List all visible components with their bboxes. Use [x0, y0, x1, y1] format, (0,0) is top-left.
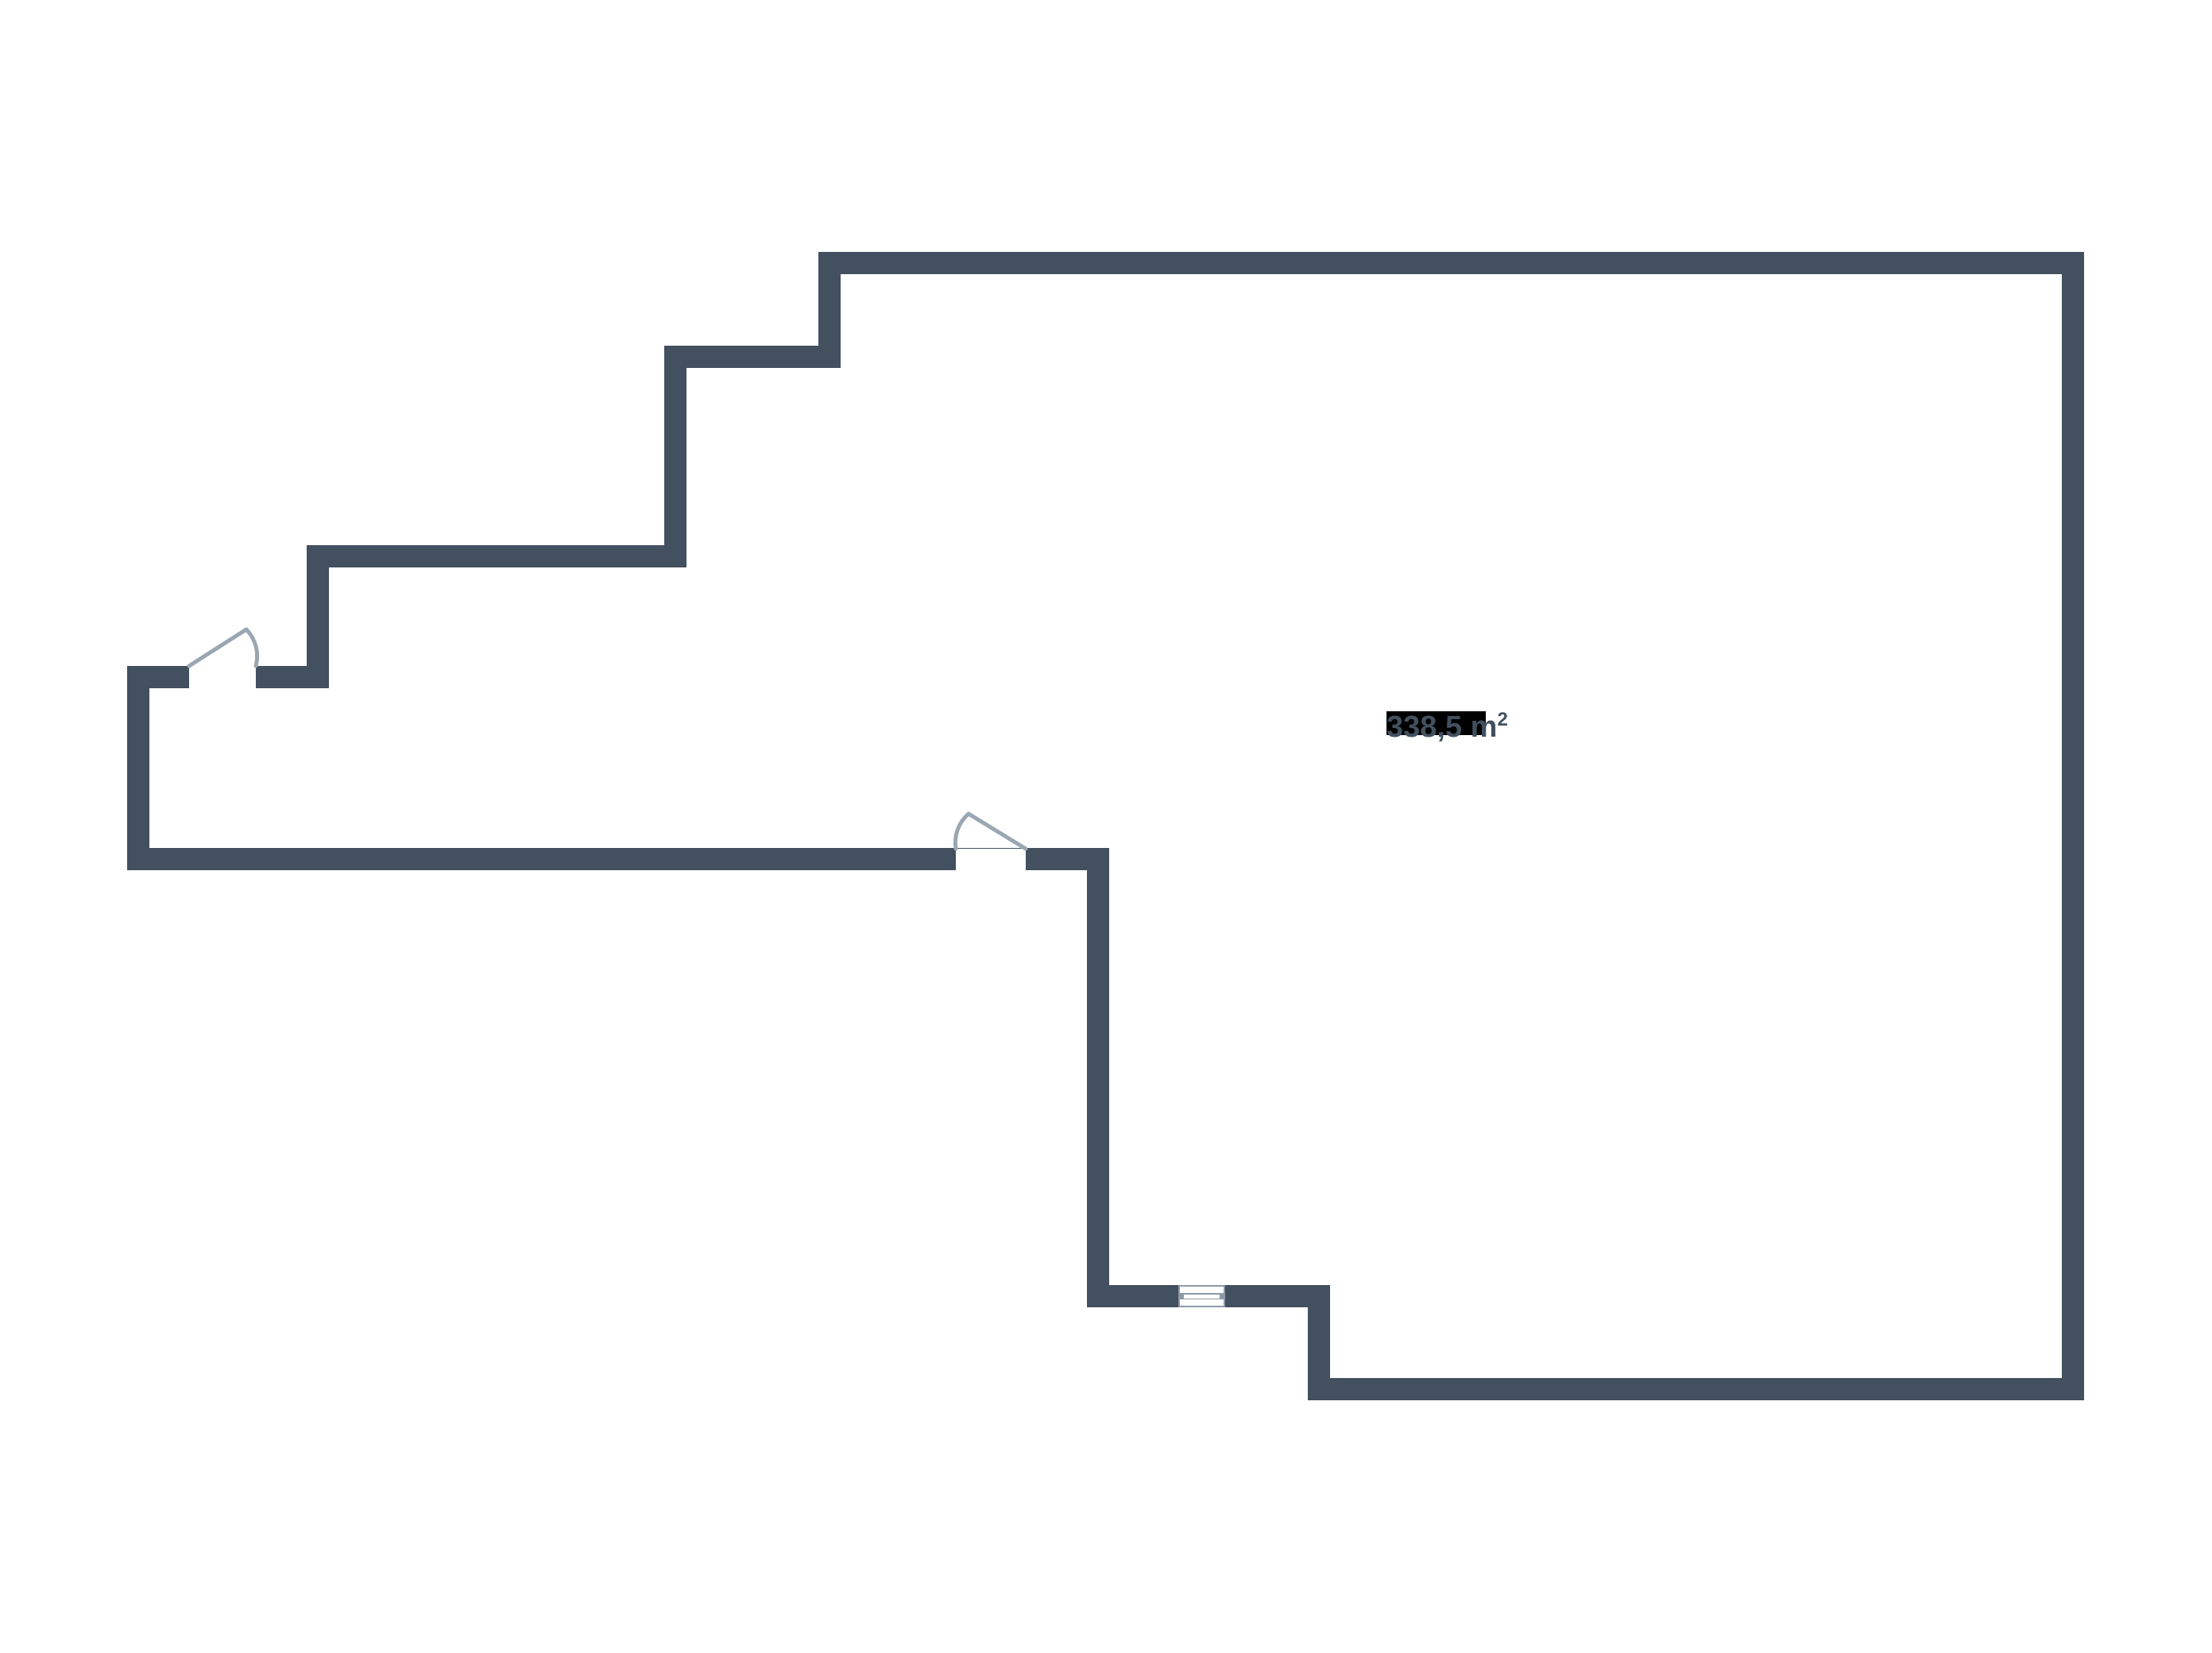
area-label-highlight: [1386, 711, 1486, 735]
door-leaf-top-left: [187, 627, 249, 668]
door-swing-arc-top-left: [244, 627, 260, 668]
door-leaf-center: [966, 811, 1028, 851]
area-unit-exponent: 2: [1497, 709, 1507, 730]
door-top-left[interactable]: [187, 627, 260, 668]
area-unit: m: [1471, 710, 1498, 744]
door-openings: [189, 666, 1026, 871]
area-value: 338,5: [1386, 710, 1471, 744]
door-center[interactable]: [953, 811, 1028, 851]
window-bottom[interactable]: [1178, 1285, 1225, 1307]
door-swing-arc-center: [953, 811, 971, 851]
window-pane-bottom: [1180, 1299, 1224, 1306]
window-mullion: [1184, 1295, 1220, 1299]
window-pane-top: [1180, 1287, 1224, 1293]
door-opening-center: [956, 849, 1026, 871]
area-label-text: 338,5 m2: [1386, 709, 1508, 744]
door-opening-top-left: [189, 666, 256, 688]
exterior-walls: [127, 252, 2084, 1400]
area-label[interactable]: 338,5 m2: [1386, 709, 1508, 744]
